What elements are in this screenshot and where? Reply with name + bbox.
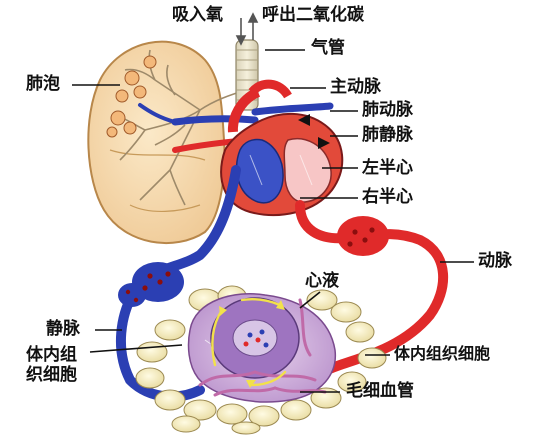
label-interstitial-fluid: 心液	[305, 273, 339, 290]
label-trachea: 气管	[311, 40, 345, 57]
label-capillaries: 毛细血管	[346, 383, 414, 400]
label-artery: 动脉	[478, 253, 512, 270]
label-right-heart: 右半心	[362, 189, 413, 206]
label-inhale-o2: 吸入氧	[172, 7, 223, 24]
label-left-heart: 左半心	[362, 160, 413, 177]
label-aorta: 主动脉	[330, 79, 381, 96]
label-tissue-cells-left-line1: 体内组	[26, 345, 77, 365]
label-exhale-co2: 呼出二氧化碳	[262, 7, 364, 24]
label-tissue-cells-left: 体内组 织细胞	[26, 345, 77, 386]
label-pulmonary-artery: 肺动脉	[362, 102, 413, 119]
label-tissue-cells-left-line2: 织细胞	[26, 365, 77, 385]
label-vein: 静脉	[46, 321, 80, 338]
label-pulmonary-vein: 肺静脉	[362, 127, 413, 144]
label-alveoli: 肺泡	[26, 76, 60, 93]
label-tissue-cells-right: 体内组织细胞	[394, 346, 490, 362]
